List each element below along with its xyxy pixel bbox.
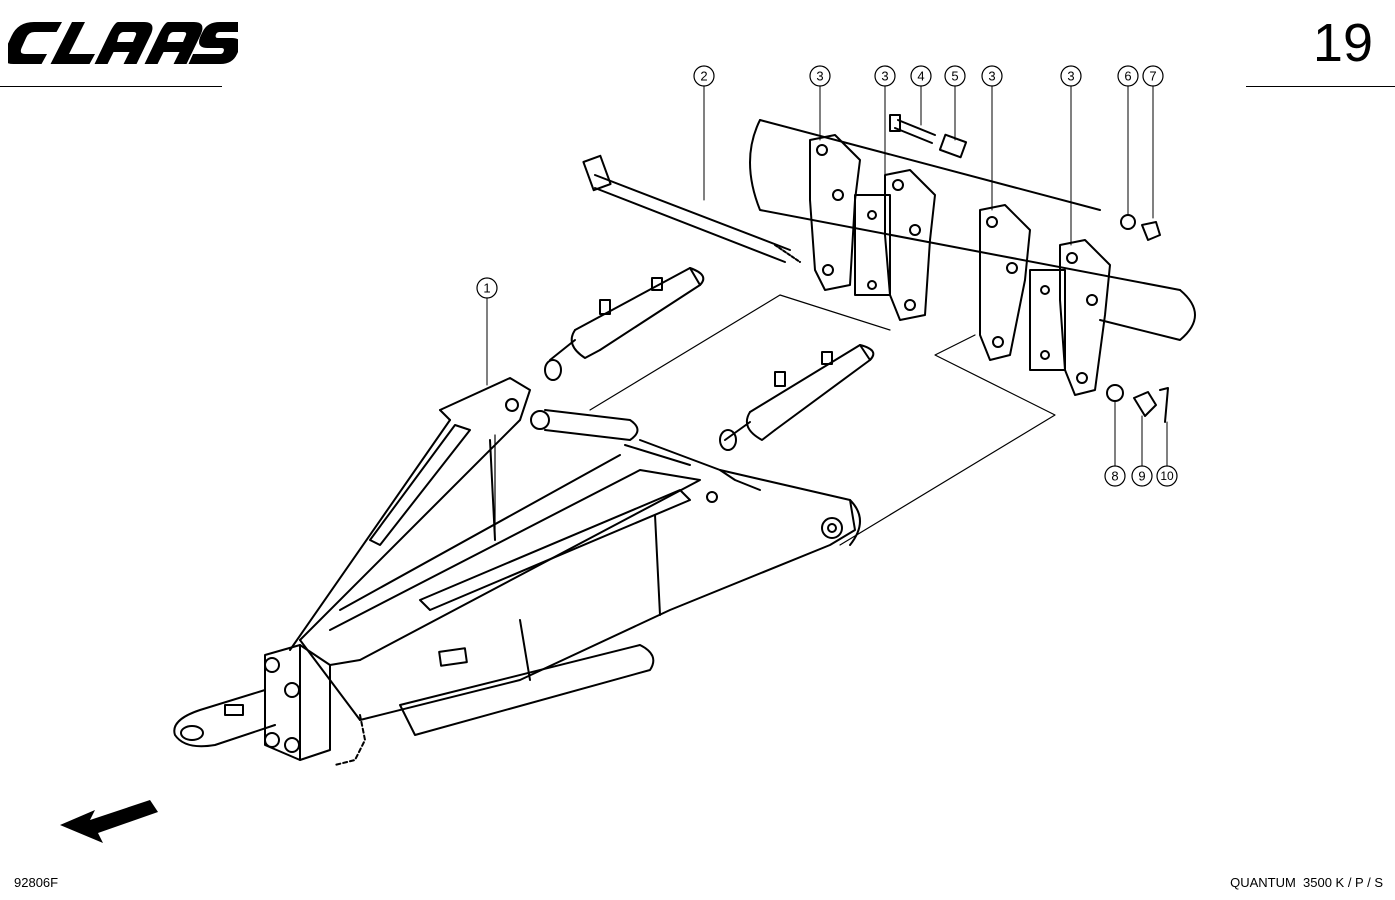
washer-part-8 — [1106, 384, 1124, 402]
callout-5 — [944, 65, 966, 87]
callout-8 — [1104, 465, 1126, 487]
callout-3a — [809, 65, 831, 87]
nut-part-7 — [1141, 221, 1161, 241]
callout-label-4: 4 — [917, 69, 924, 84]
machine-model: QUANTUM 3500 K / P / S — [1230, 875, 1383, 890]
callout-3d — [1060, 65, 1082, 87]
page-number: 19 — [1312, 13, 1373, 73]
callout-label-10: 10 — [1160, 469, 1174, 483]
frame-tube-outline — [749, 119, 1196, 341]
callout-3b — [874, 65, 896, 87]
spacer-part-5 — [938, 133, 968, 159]
header-rule-right — [1246, 86, 1395, 87]
callout-6 — [1117, 65, 1139, 87]
callout-4 — [910, 65, 932, 87]
bracket-plate-1 — [809, 134, 861, 291]
header-rule-left — [0, 86, 222, 87]
assembly-lines — [494, 294, 1056, 546]
hydraulic-cylinder-upper — [544, 267, 705, 381]
bracket-plate-4 — [1059, 239, 1111, 396]
cotter-pin-part-10 — [1159, 387, 1169, 423]
claas-logo — [3, 14, 251, 77]
drawing-code: 92806F — [14, 875, 59, 890]
callout-label-3c: 3 — [988, 69, 995, 84]
backing-plates — [854, 194, 1066, 371]
bolt-part-4 — [889, 114, 936, 144]
hydraulic-cylinder-lower — [719, 344, 875, 451]
bracket-plate-2 — [884, 169, 936, 321]
callout-label-8: 8 — [1111, 469, 1118, 484]
callout-7 — [1142, 65, 1164, 87]
drawbar-frame — [173, 377, 861, 766]
nut-part-9 — [1133, 391, 1157, 417]
callout-label-6: 6 — [1124, 69, 1131, 84]
arrow-down-left-icon — [60, 800, 158, 843]
callout-markers — [476, 65, 1178, 487]
callout-label-2: 2 — [700, 69, 707, 84]
callout-1 — [476, 277, 498, 299]
callout-2 — [693, 65, 715, 87]
callout-label-3d: 3 — [1067, 69, 1074, 84]
bracket-plate-3 — [979, 204, 1031, 361]
callout-label-3b: 3 — [881, 69, 888, 84]
washer-part-6 — [1120, 214, 1136, 230]
callout-10 — [1156, 465, 1178, 487]
callout-3c — [981, 65, 1003, 87]
callout-label-9: 9 — [1138, 469, 1145, 484]
callout-label-3a: 3 — [816, 69, 823, 84]
callout-9 — [1131, 465, 1153, 487]
callout-label-5: 5 — [951, 69, 958, 84]
leader-lines — [486, 85, 1168, 467]
callout-label-1: 1 — [483, 281, 490, 296]
long-pin — [582, 154, 801, 263]
callout-label-7: 7 — [1149, 69, 1156, 84]
